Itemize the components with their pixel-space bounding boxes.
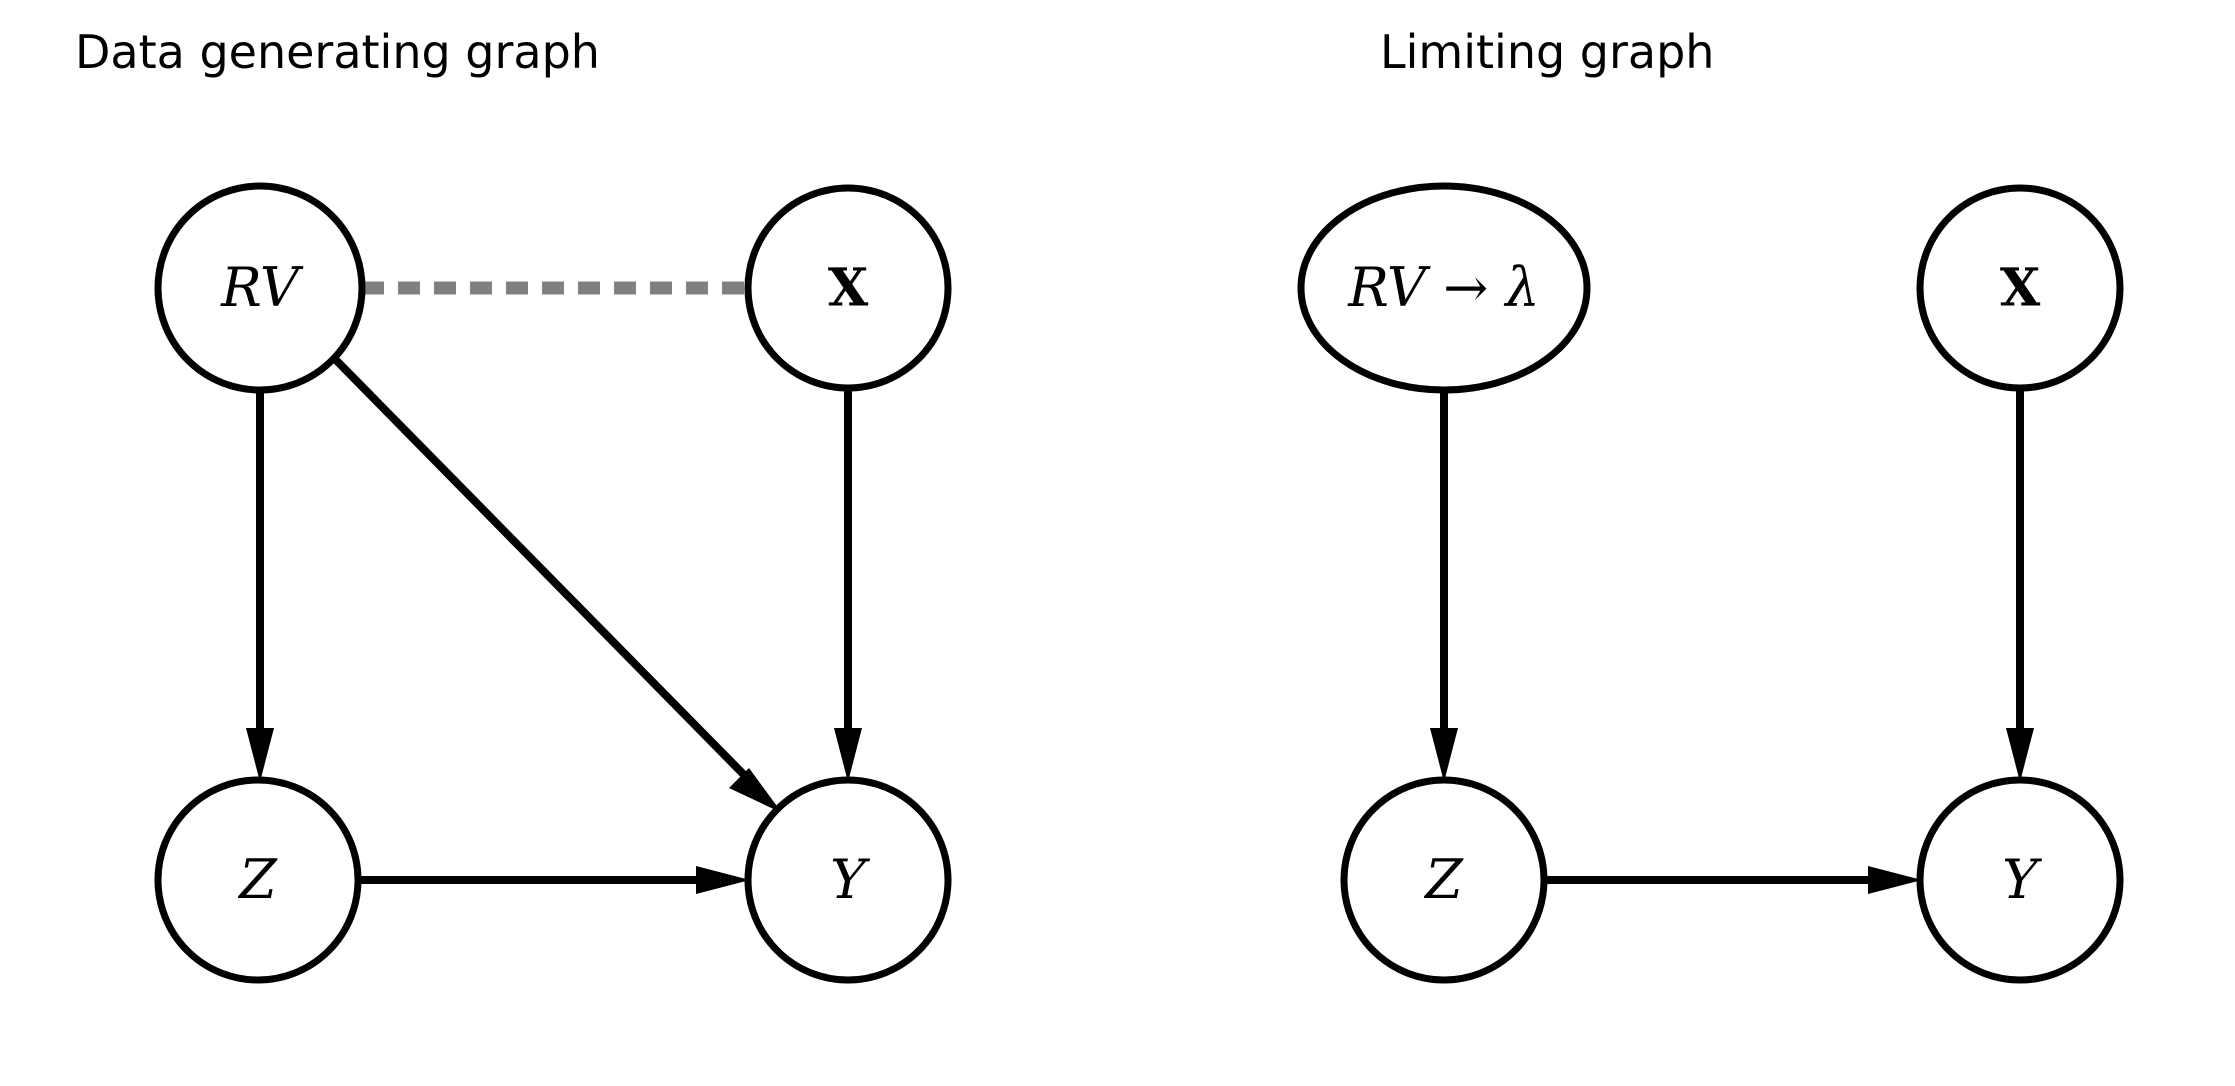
node-rv-lambda-label: RV → λ bbox=[1347, 256, 1540, 319]
panel-title-data-generating-graph: Data generating graph bbox=[75, 25, 600, 79]
edge-z2-y2-arrowhead bbox=[1868, 866, 1922, 894]
edge-z2-y2 bbox=[1544, 866, 1922, 894]
panel-limiting-graph: Limiting graph Z --> Y --> Y --> bbox=[1297, 25, 2124, 984]
edge-rv-y-arrowhead bbox=[729, 768, 782, 813]
node-rv-shape[interactable] bbox=[154, 182, 366, 394]
node-z2-shape[interactable] bbox=[1340, 776, 1548, 984]
edge-rv-z-arrowhead bbox=[246, 728, 274, 782]
node-rv[interactable]: RV bbox=[154, 182, 366, 394]
edge-x2-y2-arrowhead bbox=[2006, 728, 2034, 782]
node-rv-lambda[interactable]: RV → λ bbox=[1297, 182, 1591, 394]
node-x-shape[interactable] bbox=[744, 184, 952, 392]
edge-group-left: Z (vertical) --> Y (diagonal) --> Y (ver… bbox=[246, 281, 862, 894]
node-x2-label: X bbox=[2000, 258, 2041, 319]
edge-rv-z bbox=[246, 390, 274, 782]
panel-title-limiting-graph: Limiting graph bbox=[1380, 25, 1714, 79]
panel-data-generating-graph: Data generating graph Z (vertical) --> Y… bbox=[75, 25, 952, 984]
node-z-shape[interactable] bbox=[154, 776, 362, 984]
edge-x2-y2 bbox=[2006, 388, 2034, 782]
edge-rvlambda-z-arrowhead bbox=[1430, 728, 1458, 782]
node-x2-shape[interactable] bbox=[1916, 184, 2124, 392]
edge-group-right: Z --> Y --> Y --> bbox=[1430, 388, 2034, 894]
node-y2-label: Y bbox=[2002, 848, 2042, 911]
edge-rv-y bbox=[331, 355, 782, 813]
node-y2[interactable]: Y bbox=[1916, 776, 2124, 984]
edge-x-y-arrowhead bbox=[834, 728, 862, 782]
edge-x-y bbox=[834, 388, 862, 782]
node-x2[interactable]: X bbox=[1916, 184, 2124, 392]
node-z2-label: Z bbox=[1423, 848, 1464, 911]
node-y[interactable]: Y bbox=[744, 776, 952, 984]
edge-z-y-arrowhead bbox=[696, 866, 750, 894]
node-rv-lambda-shape[interactable] bbox=[1297, 182, 1591, 394]
edge-rvlambda-z bbox=[1430, 390, 1458, 782]
node-y2-shape[interactable] bbox=[1916, 776, 2124, 984]
node-z-label: Z bbox=[237, 848, 278, 911]
node-y-label: Y bbox=[830, 848, 870, 911]
node-rv-label: RV bbox=[220, 256, 304, 319]
node-z[interactable]: Z bbox=[154, 776, 362, 984]
edge-z-y bbox=[358, 866, 750, 894]
node-y-shape[interactable] bbox=[744, 776, 952, 984]
edge-rv-y-line bbox=[331, 355, 757, 788]
node-x-label: X bbox=[828, 258, 869, 319]
node-x[interactable]: X bbox=[744, 184, 952, 392]
node-z2[interactable]: Z bbox=[1340, 776, 1548, 984]
